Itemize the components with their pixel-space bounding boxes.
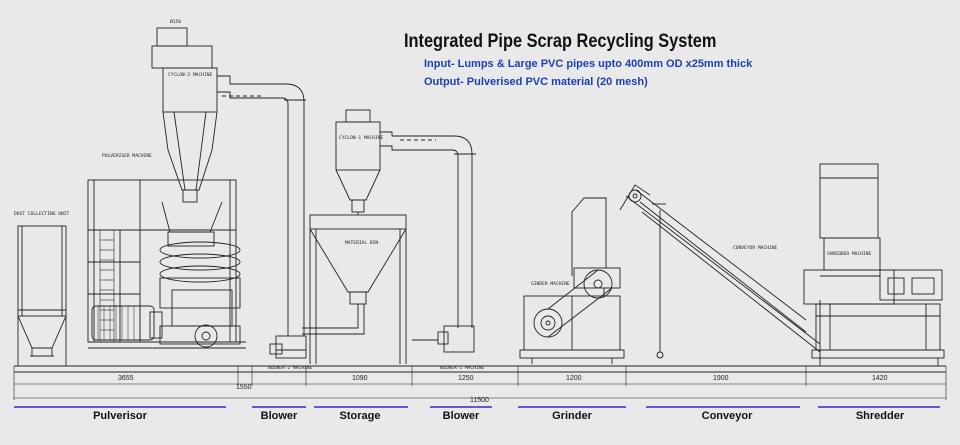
dim-blower-gap: 1550 [236,384,252,391]
label-diameter: Ø150 [170,20,182,25]
dim-conveyor: 1900 [713,375,729,382]
label-blower-2: BOLWER-2 MACHINE [268,366,313,371]
shredder-machine [803,163,945,366]
base-lines [13,365,947,400]
section-shredder: Shredder [855,410,905,422]
dim-total: 11500 [470,397,489,404]
section-blower-2: Blower [260,410,298,422]
section-storage: Storage [339,410,381,422]
grinder-machine [519,197,625,364]
label-pulveriser-machine: PULVERISER MACHINE [102,154,152,159]
section-grinder: Grinder [552,410,592,422]
label-shredder-machine: SHREDDER MACHINE [827,252,872,257]
section-pulverisor: Pulverisor [93,410,147,422]
section-conveyor: Conveyor [701,410,753,422]
label-dust-collecting-unit: DUST COLLECTING UNIT [14,212,70,217]
dim-shredder: 1420 [872,375,888,382]
dim-storage: 1090 [352,375,368,382]
dim-pulveriser: 3655 [118,375,134,382]
duct-cyclone-1 [380,131,476,328]
label-cyclone-2: CYCLON-2 MACHINE [168,73,213,78]
pulveriser-machine [87,27,246,349]
blower-2-machine [269,335,307,359]
duct-cyclone-2 [217,75,306,336]
dim-blower: 1250 [458,375,474,382]
diagram-title: Integrated Pipe Scrap Recycling System [404,31,717,52]
output-spec: Output- Pulverised PVC material (20 mesh… [424,76,648,88]
dust-collecting-unit [17,225,67,366]
conveyor-machine [619,184,821,360]
section-blower-1: Blower [442,410,480,422]
label-grinder-machine: GINDER MACHINE [531,282,570,287]
label-material-bin: MATERIAL BIN [345,241,379,246]
dim-grinder: 1200 [566,375,582,382]
input-spec: Input- Lumps & Large PVC pipes upto 400m… [424,58,753,70]
blower-1-machine [412,325,475,353]
label-blower-1: BOLWER-1 MACHINE [440,366,485,371]
label-cyclone-1: CYCLON-1 MACHINE [339,136,384,141]
label-conveyor-machine: CONVEYOR MACHINE [733,246,778,251]
storage-unit [302,109,407,364]
